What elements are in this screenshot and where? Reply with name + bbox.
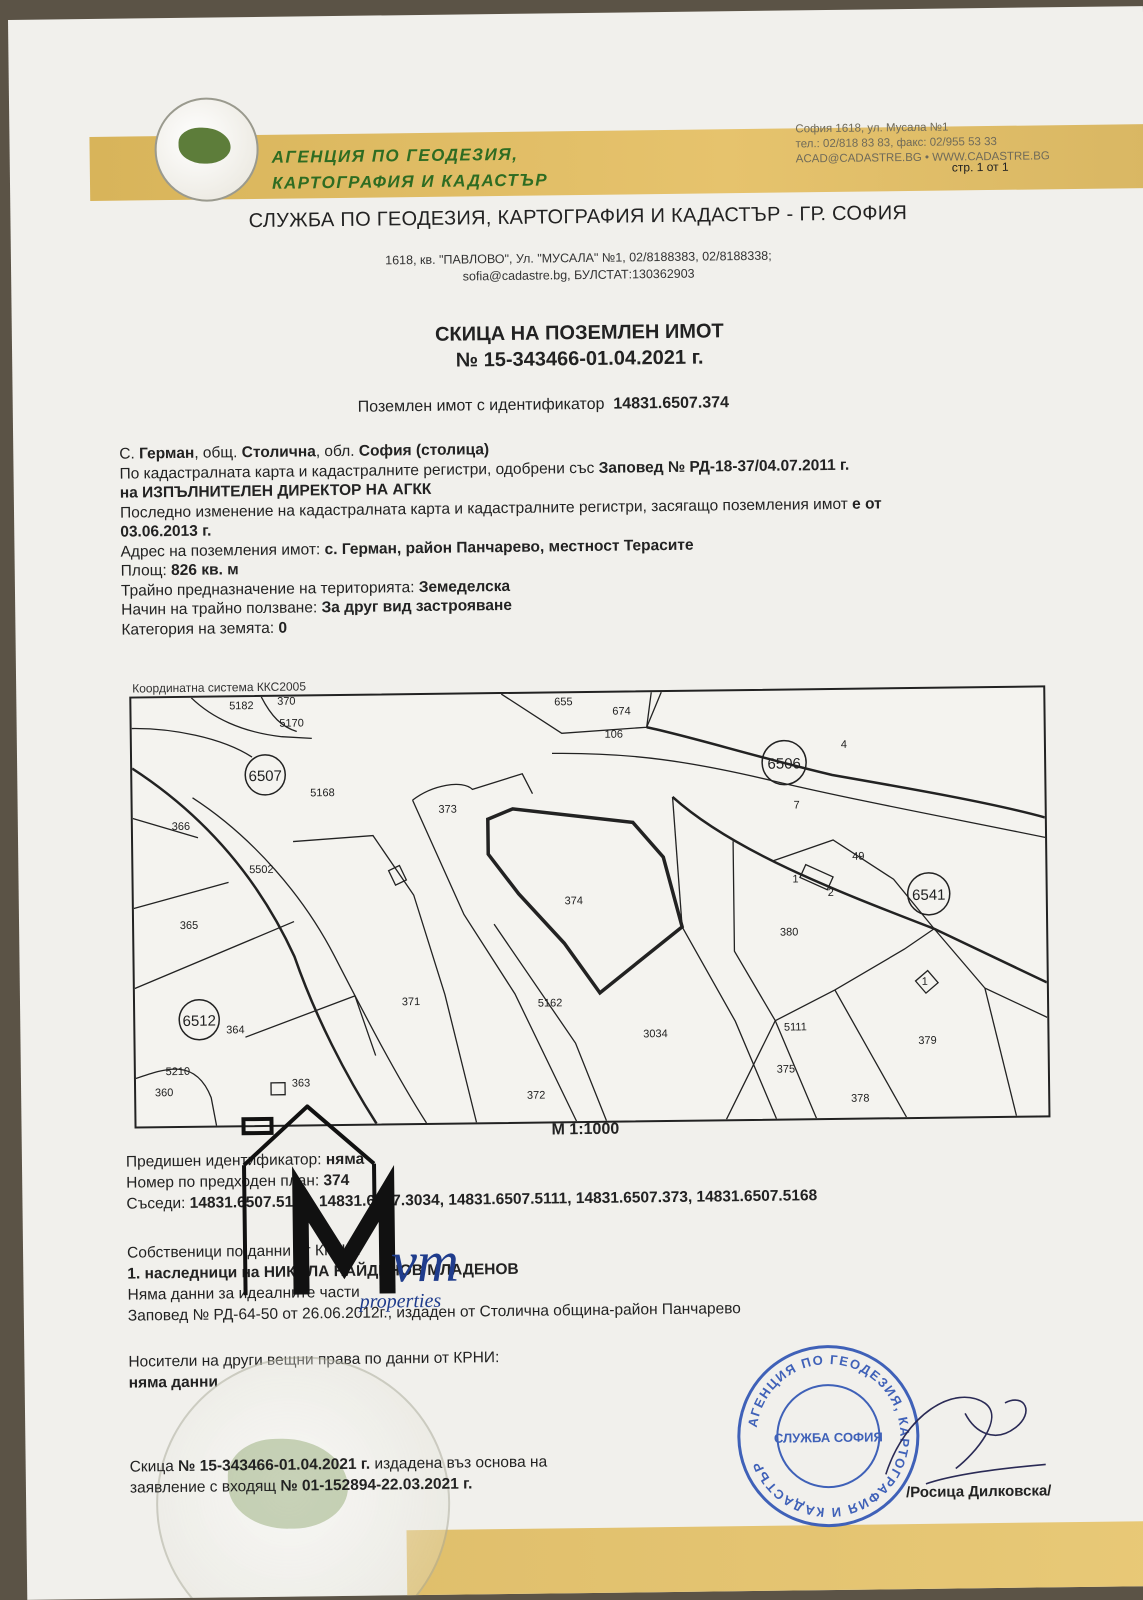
block-label: 6512 <box>182 1013 216 1030</box>
neighbors-label: Съседи: <box>126 1194 190 1213</box>
issued-suffix: издадена въз основа на <box>369 1453 548 1473</box>
parcel-label: 373 <box>438 804 457 816</box>
area-label: Площ: <box>120 562 172 580</box>
parcel-label: 5162 <box>538 997 563 1009</box>
parcel-label: 1 <box>922 976 928 988</box>
settlement: Герман <box>139 444 195 463</box>
purpose-label: Трайно предназначение на територията: <box>120 578 419 600</box>
vm-properties-logo: vm properties <box>241 1103 459 1313</box>
identifier-value: 14831.6507.374 <box>613 394 730 413</box>
parcel-label: 372 <box>527 1090 546 1102</box>
agency-name-line2: КАРТОГРАФИЯ И КАДАСТЪР <box>271 170 549 193</box>
contact-web: ACAD@CADASTRE.BG • WWW.CADASTRE.BG <box>795 150 1050 166</box>
parcel-label: 5502 <box>249 864 274 876</box>
parcel-label: 106 <box>605 729 624 741</box>
parcel-label: 674 <box>612 705 631 717</box>
coordinate-system-label: Координатна система ККС2005 <box>132 679 307 696</box>
block-label: 6506 <box>767 755 801 772</box>
logo-sub: properties <box>358 1290 442 1313</box>
signer-name: /Росица Дилковска/ <box>905 1482 1052 1502</box>
last-change-prefix: е от <box>852 494 882 513</box>
document-sheet: АГЕНЦИЯ ПО ГЕОДЕЗИЯ, КАРТОГРАФИЯ И КАДАС… <box>8 6 1143 1600</box>
property-usage: За друг вид застрояване <box>321 596 512 617</box>
usage-label: Начин на трайно ползване: <box>121 599 322 619</box>
block-label: 6507 <box>248 768 282 785</box>
parcel-label: 5170 <box>279 717 304 729</box>
parcel-label: 374 <box>565 895 584 907</box>
document-title: СКИЦА НА ПОЗЕМЛЕН ИМОТ № 15-343466-01.04… <box>12 313 1143 379</box>
parcel-label: 5168 <box>310 787 335 799</box>
address-label: Адрес на поземления имот: <box>120 540 325 561</box>
parcel-label: 379 <box>918 1035 937 1047</box>
page-number: стр. 1 от 1 <box>951 159 1009 175</box>
property-address: с. Герман, район Панчарево, местност Тер… <box>324 536 694 558</box>
parcel-label: 3034 <box>643 1028 668 1040</box>
sketch-number: № 15-343466-01.04.2021 г. <box>178 1455 371 1476</box>
parcel-label: 1 <box>792 873 798 885</box>
service-title: СЛУЖБА ПО ГЕОДЕЗИЯ, КАРТОГРАФИЯ И КАДАСТ… <box>248 202 908 233</box>
parcel-label: 4 <box>841 739 847 751</box>
identifier-line: Поземлен имот с идентификатор 14831.6507… <box>358 394 729 417</box>
rights-value-text: няма данни <box>128 1373 219 1392</box>
application-number: № 01-152894-22.03.2021 г. <box>280 1475 473 1495</box>
logo-brand: vm <box>391 1229 459 1295</box>
parcel-label: 5210 <box>166 1066 191 1078</box>
cadastral-map: 6507 6506 6541 6512 5182 370 5170 655 67… <box>129 685 1051 1129</box>
application-prefix: заявление с входящ <box>129 1477 281 1497</box>
footer-band <box>406 1520 1143 1597</box>
parcel-label: 5111 <box>784 1021 807 1033</box>
parcel-label: 5182 <box>229 700 254 712</box>
handwritten-signature <box>885 1396 1046 1485</box>
order-by: на ИЗПЪЛНИТЕЛЕН ДИРЕКТОР НА АГКК <box>119 480 432 502</box>
approval-order: Заповед № РД-18-37/04.07.2011 г. <box>598 456 850 477</box>
region-prefix: , обл. <box>315 442 359 461</box>
land-category: 0 <box>278 619 288 637</box>
official-stamp: АГЕНЦИЯ ПО ГЕОДЕЗИЯ, КАРТОГРАФИЯ И КАДАС… <box>736 1343 921 1529</box>
parcel-label: 364 <box>226 1024 245 1036</box>
service-address: 1618, кв. "ПАВЛОВО", Ул. "МУСАЛА" №1, 02… <box>11 243 1143 291</box>
property-area: 826 кв. м <box>170 561 239 580</box>
issued-prefix: Скица <box>129 1458 179 1476</box>
parcel-label: 655 <box>554 696 573 708</box>
parcel-label: 49 <box>852 851 864 863</box>
parcel-label: 7 <box>794 799 800 811</box>
property-purpose: Земеделска <box>418 577 511 596</box>
last-change-date: 03.06.2013 г. <box>120 522 212 541</box>
municipality: Столична <box>241 443 316 462</box>
settlement-prefix: С. <box>119 445 140 463</box>
category-label: Категория на земята: <box>121 619 279 639</box>
parcel-label: 365 <box>180 920 199 932</box>
stamp-ring: АГЕНЦИЯ ПО ГЕОДЕЗИЯ, КАРТОГРАФИЯ И КАДАС… <box>744 1351 914 1521</box>
parcel-label: 380 <box>780 926 799 938</box>
bulgaria-map-icon <box>178 127 231 164</box>
parcel-label: 370 <box>277 696 296 708</box>
agency-name-line1: АГЕНЦИЯ ПО ГЕОДЕЗИЯ, <box>271 144 519 167</box>
cadastral-map-drawing: 6507 6506 6541 6512 5182 370 5170 655 67… <box>131 691 1048 1126</box>
map-scale: М 1:1000 <box>551 1120 620 1139</box>
agency-name: АГЕНЦИЯ ПО ГЕОДЕЗИЯ, КАРТОГРАФИЯ И КАДАС… <box>272 141 549 196</box>
issued-block: Скица № 15-343466-01.04.2021 г. издадена… <box>130 1448 830 1499</box>
parcel-label: 363 <box>292 1077 311 1089</box>
parcel-label: 366 <box>172 821 191 833</box>
property-info: С. Герман, общ. Столична, обл. София (ст… <box>119 433 1081 640</box>
parcel-label: 371 <box>402 996 421 1008</box>
municipality-prefix: , общ. <box>194 444 242 462</box>
parcel-label: 378 <box>851 1093 870 1105</box>
parcel-label: 375 <box>777 1063 796 1075</box>
agency-contacts: София 1618, ул. Мусала №1 тел.: 02/818 8… <box>795 119 1050 167</box>
parcel-label: 360 <box>155 1087 174 1099</box>
identifier-label: Поземлен имот с идентификатор <box>357 395 605 416</box>
block-label: 6541 <box>912 887 946 904</box>
parcel-label: 2 <box>828 887 834 899</box>
region: София (столица) <box>358 441 490 460</box>
